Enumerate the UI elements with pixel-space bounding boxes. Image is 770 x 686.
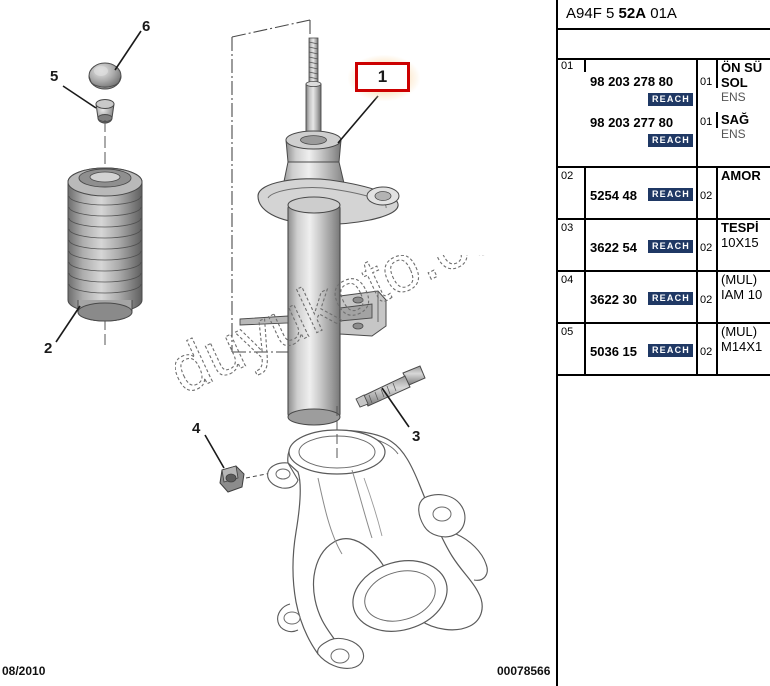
reach-badge-wrap: REACH bbox=[586, 130, 696, 148]
table-row[interactable]: 04 3622 30 REACH 02 (MUL) IAM 10 bbox=[558, 272, 770, 324]
description-sub: ENS bbox=[721, 127, 746, 141]
reach-badge: REACH bbox=[647, 344, 693, 357]
footer-date: 08/2010 bbox=[2, 664, 46, 678]
reach-badge: REACH bbox=[647, 292, 693, 305]
row-description: AMOR bbox=[718, 168, 770, 218]
part-4-nut bbox=[219, 465, 245, 493]
reach-badge: REACH bbox=[647, 93, 693, 106]
description-main: SAĞ bbox=[721, 112, 750, 127]
description-main: AMOR bbox=[721, 168, 761, 183]
table-row[interactable]: 05 5036 15 REACH 02 (MUL) M14X1 bbox=[558, 324, 770, 376]
row-description: (MUL) M14X1 bbox=[718, 324, 770, 374]
row-index: 01 bbox=[558, 60, 586, 72]
panel-title-code: 52A bbox=[618, 5, 647, 22]
row-description: SAĞ ENS bbox=[718, 112, 770, 142]
part-3-bolt bbox=[355, 365, 426, 408]
callout-4: 4 bbox=[192, 420, 201, 437]
row-index: 05 bbox=[558, 324, 586, 374]
part-6-cap bbox=[88, 62, 122, 90]
panel-title-suffix: 01A bbox=[646, 5, 677, 22]
row-quantity: 01 bbox=[698, 60, 718, 88]
callout-3: 3 bbox=[412, 428, 421, 445]
row-reference: 5254 48 bbox=[590, 188, 637, 203]
row-description: ÖN SÜ SOL ENS bbox=[718, 60, 770, 105]
description-sub: 10X15 bbox=[721, 235, 759, 250]
panel-blank-row bbox=[558, 30, 770, 60]
part-5-bumpstop bbox=[95, 99, 115, 124]
row-quantity: 01 bbox=[698, 112, 718, 128]
parts-table-panel: A94F 5 52A 01A 01 98 203 278 80 REACH 01… bbox=[556, 0, 770, 686]
reach-badge: REACH bbox=[647, 188, 693, 201]
row-index: 04 bbox=[558, 272, 586, 322]
description-main: ÖN SÜ bbox=[721, 60, 763, 75]
exploded-parts-diagram: duyukoto.com 6 5 2 3 4 1 bbox=[44, 18, 556, 669]
callout-1-label: 1 bbox=[377, 67, 388, 86]
callout-2: 2 bbox=[44, 340, 53, 357]
table-subrow-selected[interactable]: 98 203 277 80 REACH 01 SAĞ ENS bbox=[558, 112, 770, 166]
row-quantity: 02 bbox=[698, 272, 718, 322]
panel-title-prefix: A94F 5 bbox=[566, 5, 619, 22]
description-main: (MUL) bbox=[721, 272, 758, 287]
callout-leader-lines bbox=[55, 30, 410, 469]
description-main: (MUL) bbox=[721, 324, 758, 339]
row-reference-cell: 3622 30 REACH bbox=[586, 272, 698, 322]
row-description: (MUL) IAM 10 bbox=[718, 272, 770, 322]
callout-6: 6 bbox=[142, 18, 151, 35]
row-reference: 3622 54 bbox=[590, 240, 637, 255]
row-index: 02 bbox=[558, 168, 586, 218]
part-1-strut-assembly bbox=[239, 37, 400, 426]
row-reference-cell: 5254 48 REACH bbox=[586, 168, 698, 218]
description-sub: ENS bbox=[721, 90, 746, 104]
part-2-dust-boot bbox=[67, 167, 143, 322]
row-quantity: 02 bbox=[698, 168, 718, 218]
row-description: TESPİ 10X15 bbox=[718, 220, 770, 270]
strut-bracket bbox=[339, 290, 387, 337]
row-reference: 5036 15 bbox=[590, 344, 637, 359]
footer-drawing-code: 00078566 bbox=[497, 664, 551, 678]
description-sub: M14X1 bbox=[721, 339, 763, 354]
row-reference-cell: 3622 54 REACH bbox=[586, 220, 698, 270]
row-reference-cell: 98 203 277 80 REACH bbox=[586, 112, 698, 166]
reach-badge: REACH bbox=[647, 240, 693, 253]
row-index: 03 bbox=[558, 220, 586, 270]
table-subrow[interactable]: 01 98 203 278 80 REACH 01 ÖN SÜ SOL ENS bbox=[558, 60, 770, 112]
row-reference: 98 203 277 80 bbox=[590, 115, 674, 130]
row-quantity: 02 bbox=[698, 220, 718, 270]
description-main: TESPİ bbox=[721, 220, 759, 235]
row-reference: 98 203 278 80 bbox=[590, 74, 674, 89]
table-row[interactable]: 01 98 203 278 80 REACH 01 ÖN SÜ SOL ENS bbox=[558, 60, 770, 168]
panel-title: A94F 5 52A 01A bbox=[558, 0, 770, 30]
row-reference-cell: 98 203 278 80 REACH bbox=[586, 60, 698, 112]
description-second: SOL bbox=[721, 75, 748, 90]
table-row[interactable]: 02 5254 48 REACH 02 AMOR bbox=[558, 168, 770, 220]
callout-5: 5 bbox=[50, 68, 59, 85]
steering-knuckle bbox=[267, 429, 488, 669]
description-sub: IAM 10 bbox=[721, 287, 763, 302]
row-reference: 3622 30 bbox=[590, 292, 637, 307]
reach-badge-wrap: REACH bbox=[586, 89, 696, 107]
table-row[interactable]: 03 3622 54 REACH 02 TESPİ 10X15 bbox=[558, 220, 770, 272]
row-quantity: 02 bbox=[698, 324, 718, 374]
row-reference-cell: 5036 15 REACH bbox=[586, 324, 698, 374]
reach-badge: REACH bbox=[647, 134, 693, 147]
